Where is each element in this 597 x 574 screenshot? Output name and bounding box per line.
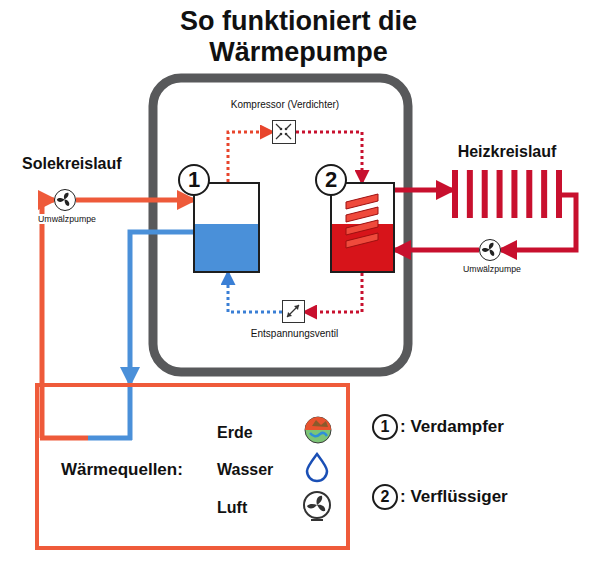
pipe [76,198,193,203]
pump-fan [55,190,74,209]
callout-number: 1 [178,164,210,196]
water-icon [307,454,327,481]
callout-number: 1 [372,414,398,440]
node-label: Wärmequellen: [61,460,183,480]
expansion-valve-symbol: Entspannungsventil [282,300,305,323]
radiator: Heizkreislauf [452,170,562,218]
air-fan-icon [304,492,330,520]
node-label: Entspannungsventil [233,328,356,340]
condenser-tank: 2 [330,182,395,273]
circulation-pump: Umwälzpumpe [54,189,76,211]
node-label: Kompressor (Verdichter) [205,99,365,111]
source-pipes [40,383,132,440]
pipe [395,248,479,253]
node-label: Heizkreislauf [448,143,566,161]
heat-pump-housing [153,78,408,372]
circuit-label: Solekreislauf [22,155,122,173]
evaporator-tank: 1 [193,182,260,273]
circulation-pump: Umwälzpumpe [479,239,501,261]
valve-arrow [283,301,303,321]
legend-text: : Verdampfer [400,417,504,437]
radiator-fins [452,170,562,218]
diagram-title: So funktioniert die Wärmepumpe [174,6,424,68]
source-name: Luft [217,499,247,517]
source-name: Erde [217,424,253,442]
condenser-coil [332,184,393,271]
callout-number: 2 [372,484,398,510]
refrigerant-line [228,132,272,182]
heat-source-box: Wärmequellen: ErdeWasserLuft [35,383,350,550]
pipe [395,188,452,193]
pipe [42,200,54,383]
pump-fan [480,240,499,259]
compressor-arrows [273,121,294,142]
refrigerant-line [228,273,282,312]
legend-text: : Verflüssiger [400,487,508,507]
title-wrap: So funktioniert die Wärmepumpe [0,6,597,68]
refrigerant-line [305,273,362,312]
node-label: Umwälzpumpe [452,264,532,274]
compressor-symbol: Kompressor (Verdichter) [272,120,296,144]
pipe [130,232,193,383]
earth-icon [305,417,331,443]
callout-number: 2 [315,164,347,196]
source-name: Wasser [217,461,273,479]
node-label: Umwälzpumpe [27,214,107,224]
